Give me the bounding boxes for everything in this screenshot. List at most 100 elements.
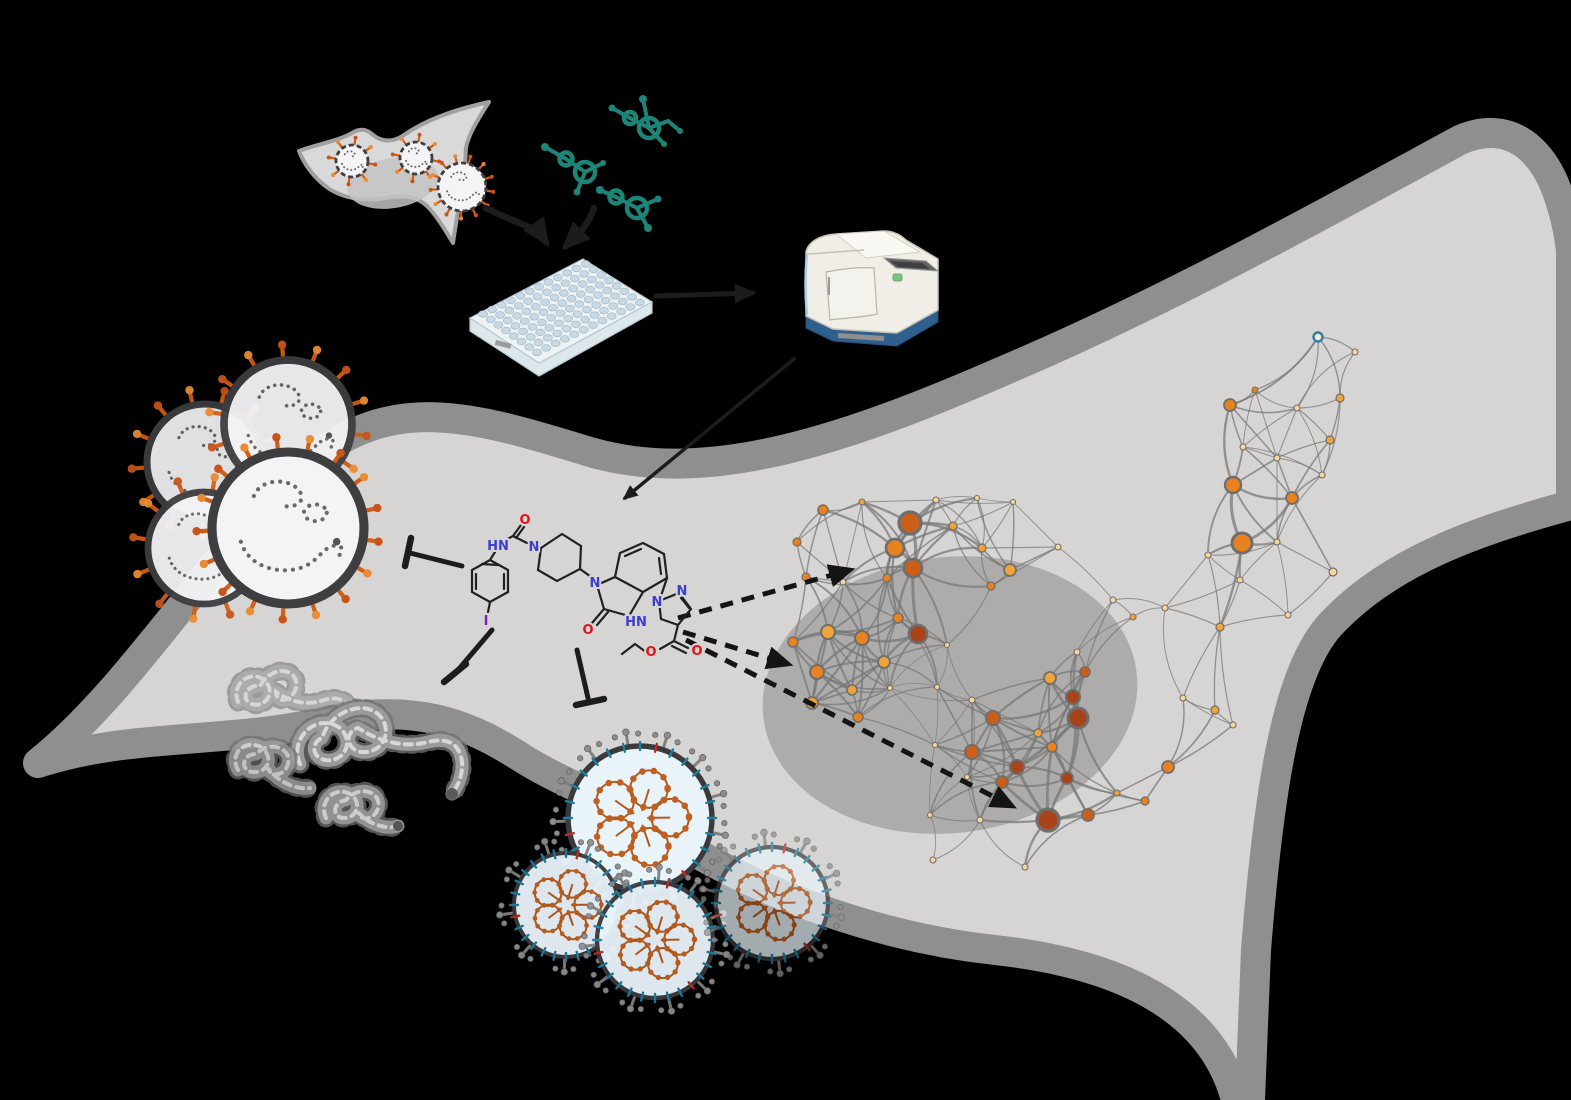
- network-node: [1046, 741, 1058, 753]
- plate-well: [617, 297, 628, 306]
- network-node: [1285, 491, 1299, 505]
- workflow-arrows: [482, 204, 796, 501]
- infected-cell-icon: [297, 100, 496, 245]
- plate-well: [576, 290, 586, 298]
- network-node: [1161, 604, 1169, 612]
- compound-atom: [654, 195, 662, 203]
- plate-well: [550, 339, 561, 348]
- plate-well: [532, 293, 543, 301]
- plate-well: [561, 325, 572, 333]
- tbar-to-filovirus: [440, 627, 495, 686]
- plate-well: [495, 311, 505, 319]
- network-node: [1021, 863, 1029, 871]
- plate-well: [523, 297, 533, 305]
- network-node: [1204, 551, 1212, 559]
- plate-well: [634, 298, 645, 307]
- network-node: [973, 494, 981, 502]
- tbar-to-paramyxovirus: [572, 647, 608, 709]
- plate-well: [555, 309, 566, 317]
- plate-well: [544, 324, 555, 332]
- plate-reader-icon: [804, 230, 940, 347]
- plate-well: [571, 264, 582, 273]
- budding-virion: [326, 135, 378, 187]
- plate-well: [549, 294, 560, 302]
- reader-door: [825, 267, 878, 321]
- plate-well: [582, 306, 592, 314]
- network-node: [968, 696, 976, 704]
- plate-well: [619, 287, 630, 296]
- atom-label-o-ester-single: O: [645, 645, 656, 660]
- plate-well: [602, 286, 613, 295]
- plate-well: [600, 296, 611, 305]
- network-node: [1236, 576, 1244, 584]
- compound-atom: [573, 188, 581, 196]
- filovirus-tip: [446, 788, 458, 800]
- plate-well: [541, 344, 552, 352]
- network-node: [839, 578, 847, 586]
- plate-well: [530, 303, 541, 311]
- filovirus-tip: [393, 821, 403, 831]
- plate-well: [583, 295, 594, 304]
- network-node: [1109, 596, 1117, 604]
- network-node: [963, 743, 981, 761]
- network-node: [1129, 613, 1137, 621]
- compound-atom: [661, 141, 667, 147]
- plate-well: [578, 326, 589, 334]
- network-node: [986, 581, 996, 591]
- network-node: [929, 856, 937, 864]
- plate-well: [552, 273, 563, 282]
- plate-well: [496, 301, 507, 309]
- plate-well: [557, 299, 568, 307]
- network-node: [787, 636, 799, 648]
- paramyxovirus-particle: [578, 863, 731, 1015]
- compound-atom: [541, 143, 549, 151]
- microplate-icon: [468, 258, 654, 377]
- compound-cluster-2-bonds: [610, 97, 682, 146]
- plate-well: [627, 293, 637, 301]
- plate-well: [543, 278, 554, 286]
- plate-well: [587, 275, 597, 284]
- plate-well: [516, 337, 527, 346]
- plate-well: [562, 269, 573, 277]
- dashed-arrow-2: [682, 629, 794, 670]
- network-node: [1054, 543, 1062, 551]
- compound-atom: [677, 128, 683, 134]
- tbar-to-coronavirus: [401, 534, 465, 570]
- plate-well: [588, 265, 599, 274]
- network-node: [808, 663, 826, 681]
- network-node: [1293, 404, 1301, 412]
- atom-label-o-ester-double: O: [691, 644, 702, 659]
- network-node: [1230, 531, 1254, 555]
- compound-library-icon: [541, 95, 683, 232]
- plate-well: [611, 282, 622, 290]
- plate-well: [597, 317, 608, 325]
- filovirus-particle: [324, 791, 403, 831]
- network-node: [995, 775, 1009, 789]
- reader-start-button: [892, 273, 903, 282]
- network-node: [897, 510, 923, 536]
- plate-well: [608, 302, 619, 310]
- dashed-arrow-3: [684, 637, 1017, 809]
- network-node: [1351, 348, 1359, 356]
- network-node: [948, 521, 958, 531]
- network-node: [1325, 435, 1335, 445]
- plate-well: [574, 300, 585, 308]
- coronavirus-particle: [192, 433, 383, 624]
- network-node: [1239, 443, 1247, 451]
- plate-well: [585, 285, 596, 294]
- plate-well: [510, 322, 521, 330]
- network-node: [852, 711, 864, 723]
- plate-well: [501, 326, 511, 335]
- network-node: [1335, 393, 1345, 403]
- network-node: [858, 498, 866, 506]
- plate-well: [546, 314, 557, 322]
- molecule-bonds: [470, 523, 693, 656]
- plate-well: [593, 291, 603, 299]
- network-node: [1140, 796, 1150, 806]
- compound-ring: [607, 188, 625, 206]
- plate-well: [529, 313, 540, 321]
- plate-well: [543, 334, 553, 342]
- compound-atom: [600, 160, 606, 166]
- network-node: [817, 504, 829, 516]
